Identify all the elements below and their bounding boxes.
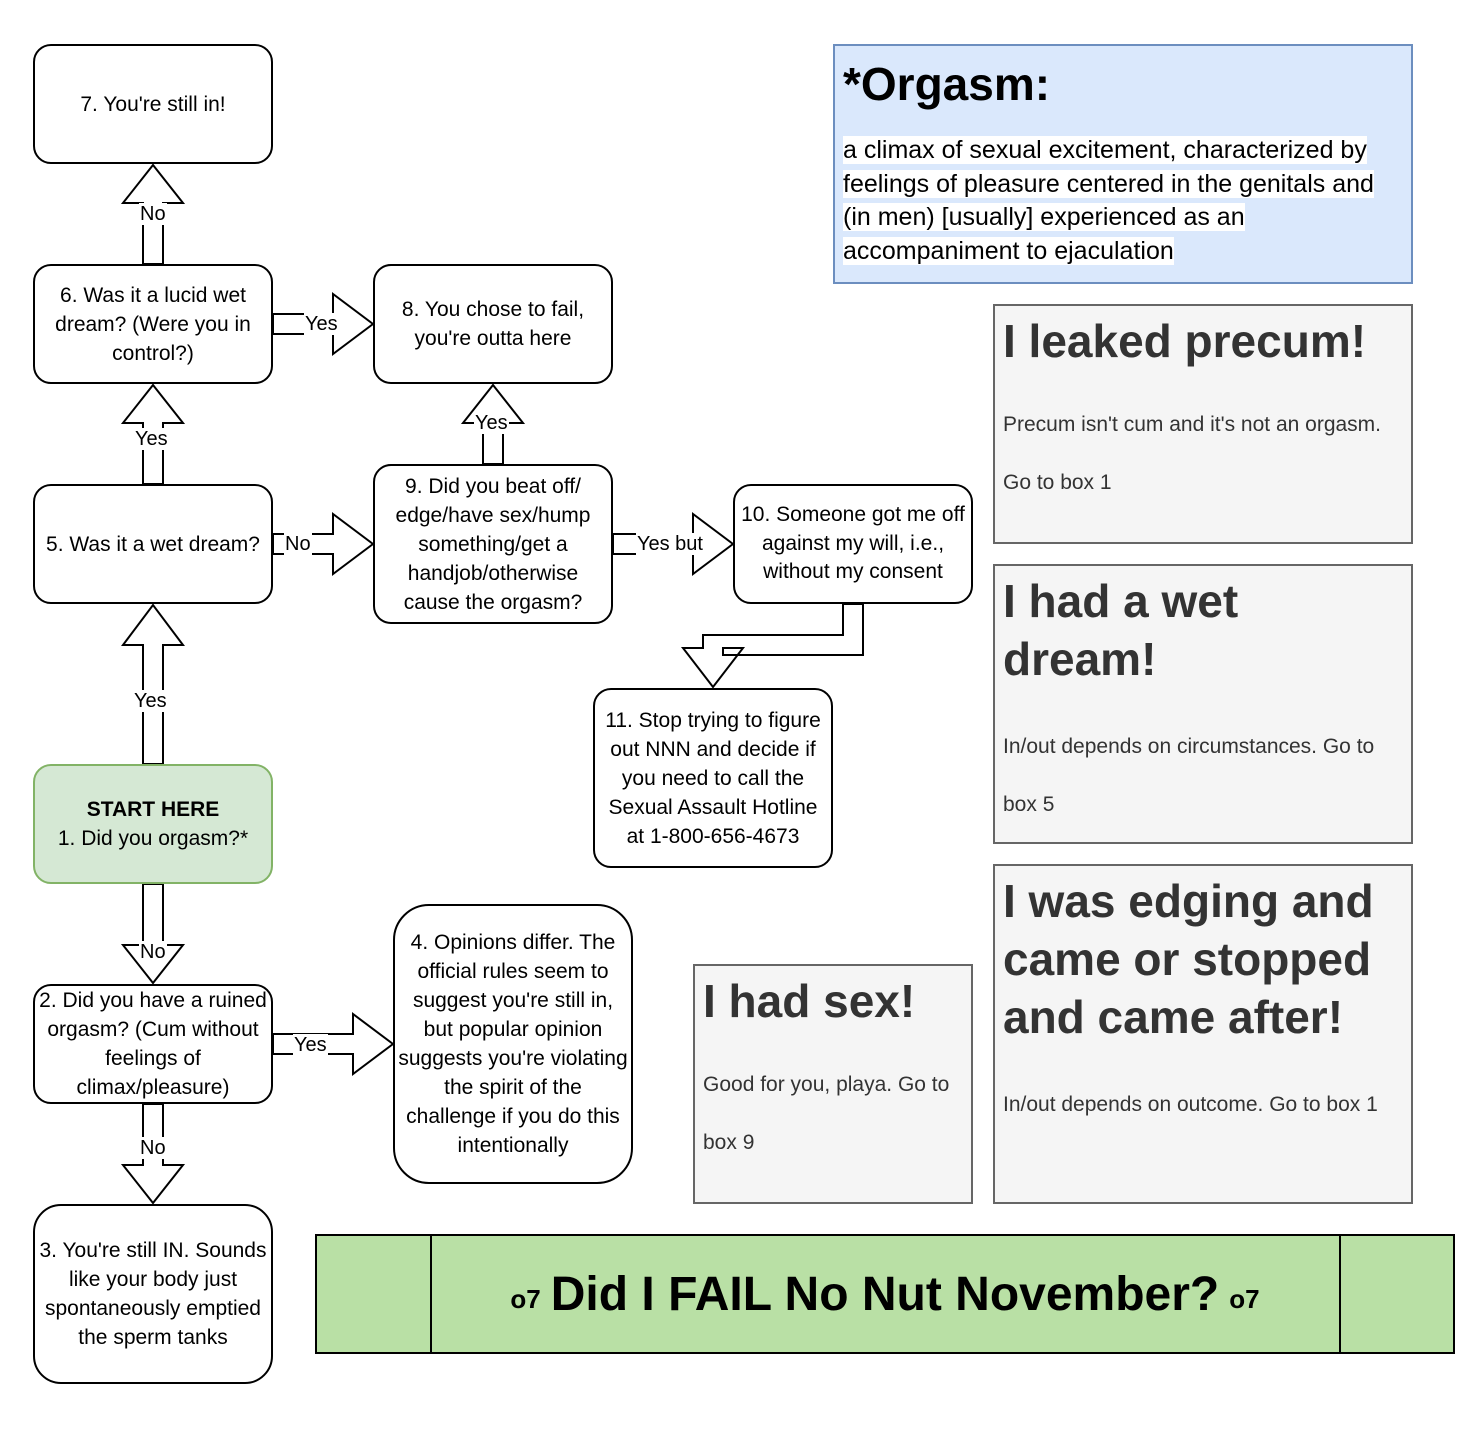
node-1-start: START HERE 1. Did you orgasm?* — [33, 764, 273, 884]
node-6-text: 6. Was it a lucid wet dream? (Were you i… — [55, 283, 251, 365]
node-11-hotline: 11. Stop trying to figure out NNN and de… — [593, 688, 833, 868]
node-10-text: 10. Someone got me off against my will, … — [741, 503, 965, 584]
node-4-opinions-differ: 4. Opinions differ. The official rules s… — [393, 904, 633, 1184]
start-heading: START HERE — [86, 798, 220, 821]
node-7-still-in: 7. You're still in! — [33, 44, 273, 164]
node-8-text: 8. You chose to fail, you're outta here — [401, 298, 585, 350]
card-body: Precum isn't cum and it's not an orgasm.… — [1003, 413, 1382, 494]
node-9-cause-orgasm: 9. Did you beat off/ edge/have sex/hump … — [373, 464, 613, 624]
node-8-chose-to-fail: 8. You chose to fail, you're outta here — [373, 264, 613, 384]
banner-title: o7 Did I FAIL No Nut November? o7 — [317, 1236, 1453, 1352]
card-body: Good for you, playa. Go to box 9 — [703, 1073, 950, 1154]
definition-body-text: a climax of sexual excitement, character… — [843, 136, 1374, 265]
node-5-text: 5. Was it a wet dream? — [46, 532, 260, 556]
title-banner: o7 Did I FAIL No Nut November? o7 — [315, 1234, 1455, 1354]
edge-label-9-to-10: Yes but — [636, 533, 704, 555]
card-title: I was edging and came or stopped and cam… — [1003, 875, 1374, 1043]
edge-label-6-to-8: Yes — [304, 313, 339, 335]
arrow-1-to-5 — [121, 603, 185, 765]
card-wet-dream: I had a wet dream! In/out depends on cir… — [993, 564, 1413, 844]
edge-label-9-to-8: Yes — [474, 412, 509, 434]
edge-label-2-to-4: Yes — [293, 1034, 328, 1056]
edge-label-1-to-2: No — [139, 941, 167, 963]
arrow-2-to-4 — [272, 1012, 395, 1076]
card-leaked-precum: I leaked precum! Precum isn't cum and it… — [993, 304, 1413, 544]
salute-left: o7 — [510, 1283, 541, 1314]
arrow-5-to-9 — [272, 512, 375, 576]
edge-label-6-to-7: No — [139, 203, 167, 225]
definition-body: a climax of sexual excitement, character… — [843, 134, 1403, 268]
node-10-without-consent: 10. Someone got me off against my will, … — [733, 484, 973, 604]
edge-label-2-to-3: No — [139, 1137, 167, 1159]
node-2-text: 2. Did you have a ruined orgasm? (Cum wi… — [39, 989, 267, 1099]
node-7-text: 7. You're still in! — [80, 92, 226, 116]
card-edging: I was edging and came or stopped and cam… — [993, 864, 1413, 1204]
card-body: In/out depends on outcome. Go to box 1 — [1003, 1093, 1378, 1116]
node-11-text: 11. Stop trying to figure out NNN and de… — [605, 708, 821, 848]
node-3-text: 3. You're still IN. Sounds like your bod… — [39, 1239, 267, 1349]
edge-label-1-to-5: Yes — [133, 690, 168, 712]
edge-label-5-to-6: Yes — [134, 428, 169, 450]
node-9-text: 9. Did you beat off/ edge/have sex/hump … — [395, 474, 591, 614]
node-2-ruined-orgasm: 2. Did you have a ruined orgasm? (Cum wi… — [33, 984, 273, 1104]
banner-divider-right — [1339, 1236, 1341, 1352]
banner-title-text: Did I FAIL No Nut November? — [550, 1267, 1220, 1321]
definition-title: *Orgasm: — [843, 58, 1051, 110]
node-5-wet-dream: 5. Was it a wet dream? — [33, 484, 273, 604]
node-1-text: 1. Did you orgasm?* — [57, 827, 249, 850]
node-4-text: 4. Opinions differ. The official rules s… — [398, 931, 628, 1157]
arrow-1-to-2 — [120, 883, 186, 985]
arrow-10-to-11 — [680, 603, 864, 689]
card-title: I had a wet dream! — [1003, 575, 1239, 685]
card-had-sex: I had sex! Good for you, playa. Go to bo… — [693, 964, 973, 1204]
node-6-lucid-wet-dream: 6. Was it a lucid wet dream? (Were you i… — [33, 264, 273, 384]
card-title: I leaked precum! — [1003, 315, 1367, 367]
salute-right: o7 — [1229, 1283, 1260, 1314]
edge-label-5-to-9: No — [284, 533, 312, 555]
orgasm-definition: *Orgasm: a climax of sexual excitement, … — [833, 44, 1413, 284]
card-title: I had sex! — [703, 975, 916, 1027]
node-3-still-in: 3. You're still IN. Sounds like your bod… — [33, 1204, 273, 1384]
banner-divider-left — [430, 1236, 432, 1352]
card-body: In/out depends on circumstances. Go to b… — [1003, 735, 1375, 816]
